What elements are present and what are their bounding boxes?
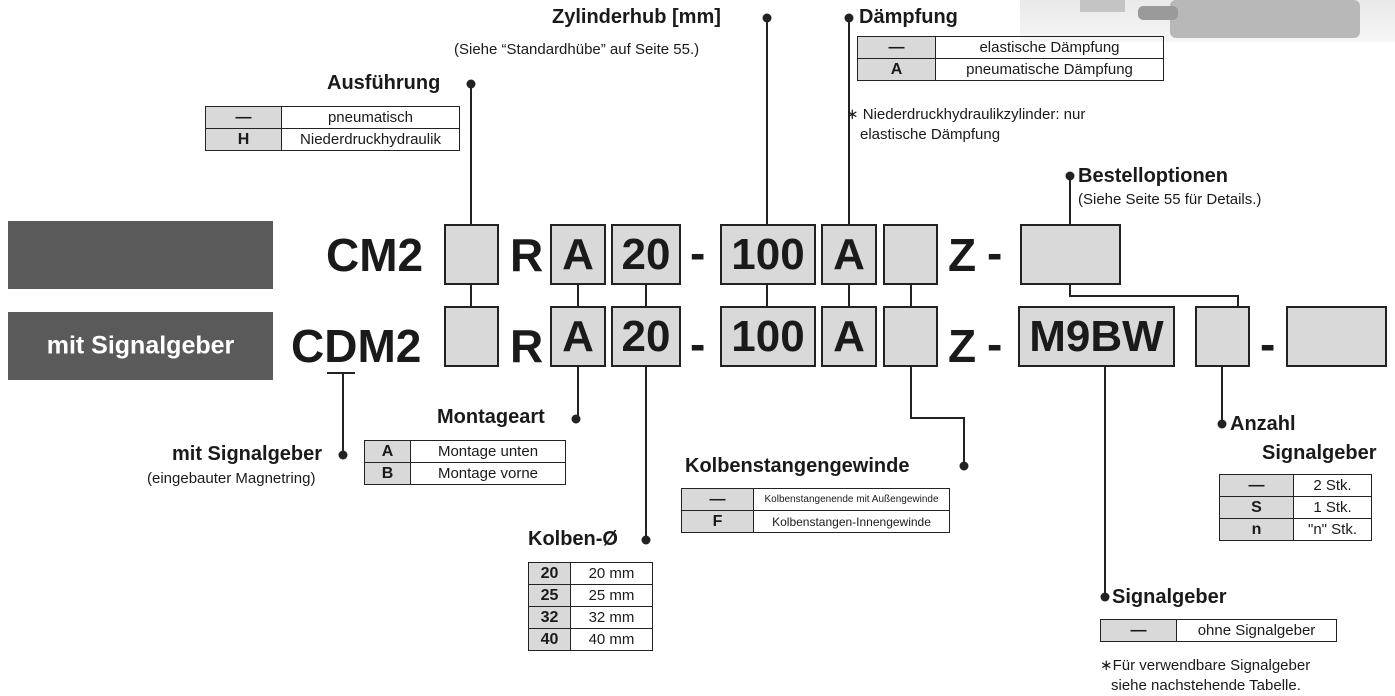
daempfung-note-2: elastische Dämpfung (860, 126, 1001, 143)
ausfuehrung-title: Ausführung (327, 72, 441, 94)
row2-type-box (444, 306, 499, 367)
mit-signalgeber-note: (eingebauter Magnetring) (147, 470, 316, 487)
product-photo (1020, 0, 1395, 42)
row1-type-box (444, 224, 499, 285)
row2-dash3: - (1260, 318, 1276, 370)
table-row: —pneumatisch (205, 106, 460, 129)
row2-mount-box: A (550, 306, 606, 367)
row1-r: R (510, 229, 544, 281)
row1-label-bar (8, 221, 273, 289)
row2-prefix-m2: M2 (357, 320, 422, 372)
row2-r: R (510, 320, 544, 372)
table-row: —2 Stk. (1219, 474, 1372, 497)
dot-kolben (641, 535, 651, 545)
row1-prefix: CM2 (326, 229, 424, 281)
row2-qty-box (1195, 306, 1250, 367)
dot-daempfung (844, 13, 854, 23)
signalgeber-note-1: ∗Für verwendbare Signalgeber (1100, 657, 1311, 674)
zylinderhub-title: Zylinderhub [mm] (552, 6, 721, 28)
anzahl-title-1: Anzahl (1230, 413, 1296, 435)
row1-bore-box: 20 (611, 224, 681, 285)
cylinder-image (1080, 0, 1360, 38)
row2-prefix-c: C (291, 320, 325, 372)
table-row: n"n" Stk. (1219, 518, 1372, 541)
row2-bore-box: 20 (611, 306, 681, 367)
dot-zylinderhub (762, 13, 772, 23)
row1-mount-box: A (550, 224, 606, 285)
dot-gewinde (959, 461, 969, 471)
mit-signalgeber-title: mit Signalgeber (172, 443, 323, 465)
row2-prefix-d: D (324, 320, 358, 372)
row2-dash2: - (987, 318, 1003, 370)
table-row: —Kolbenstangenende mit Außengewinde (681, 488, 950, 511)
row1-dash2: - (987, 227, 1003, 279)
dot-ausfuehrung (466, 79, 476, 89)
row2-options-box (1286, 306, 1387, 367)
daempfung-title: Dämpfung (859, 6, 958, 28)
row1-options-box (1020, 224, 1121, 285)
zylinderhub-note: (Siehe “Standardhübe” auf Seite 55.) (454, 41, 700, 58)
row2-switch-box: M9BW (1018, 306, 1175, 367)
row2-dash1: - (690, 318, 706, 370)
row1-stroke-box: 100 (720, 224, 816, 285)
kolben-title: Kolben-Ø (528, 528, 618, 550)
table-row: —elastische Dämpfung (857, 36, 1164, 59)
daempfung-note-1: ∗ Niederdruckhydraulikzylinder: nur (846, 106, 1086, 123)
signalgeber-table: —ohne Signalgeber (1100, 619, 1337, 642)
montageart-title: Montageart (437, 406, 545, 428)
row2-label: mit Signalgeber (46, 331, 235, 360)
row2-cushion-box: A (821, 306, 877, 367)
dot-anzahl (1217, 419, 1227, 429)
row1-cushion-box: A (821, 224, 877, 285)
dot-bestelloptionen (1065, 171, 1075, 181)
d-underline (327, 372, 355, 374)
row1-thread-box (883, 224, 938, 285)
row2-z: Z (948, 320, 977, 372)
table-row: —ohne Signalgeber (1100, 619, 1337, 642)
signalgeber-title: Signalgeber (1112, 586, 1227, 608)
row1-z: Z (948, 229, 977, 281)
row2-thread-box (883, 306, 938, 367)
dot-montageart (571, 414, 581, 424)
dot-mit-signalgeber (338, 450, 348, 460)
row2-label-bar: mit Signalgeber (8, 312, 273, 380)
row2-stroke-box: 100 (720, 306, 816, 367)
dot-signalgeber (1100, 592, 1110, 602)
row1-dash1: - (690, 227, 706, 279)
anzahl-title-2: Signalgeber (1262, 442, 1377, 464)
bestelloptionen-title: Bestelloptionen (1078, 165, 1229, 187)
bestelloptionen-note: (Siehe Seite 55 für Details.) (1078, 191, 1262, 208)
signalgeber-note-2: siehe nachstehende Tabelle. (1111, 677, 1301, 694)
gewinde-title: Kolbenstangengewinde (685, 455, 910, 477)
row2-prefix: CDM2 (291, 323, 421, 369)
